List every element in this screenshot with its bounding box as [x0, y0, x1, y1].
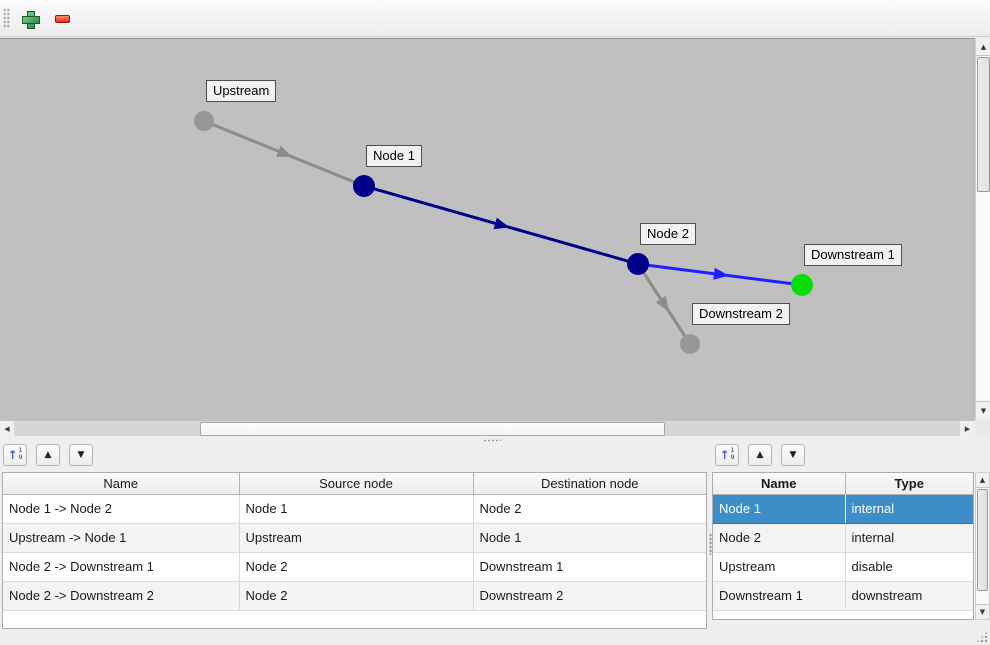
column-header-type[interactable]: Type: [845, 473, 973, 495]
canvas-vertical-scrollbar[interactable]: ▲ ▼: [975, 38, 990, 420]
edge-arrow-icon: [713, 267, 729, 280]
cell-source: Upstream: [239, 523, 474, 553]
nodes-table: Name Type Node 1 internal Node 2 interna…: [712, 472, 974, 620]
table-row[interactable]: Node 2 -> Downstream 2 Node 2 Downstream…: [3, 581, 706, 611]
graph-node-label-node2[interactable]: Node 2: [640, 223, 696, 245]
down-arrow-icon: ▼: [789, 450, 797, 460]
cell-destination: Node 1: [473, 523, 706, 553]
graph-node-upstream[interactable]: [194, 111, 214, 131]
vertical-pane-splitter[interactable]: [709, 472, 713, 629]
edge-arrow-icon: [493, 217, 510, 230]
up-arrow-icon: ▲: [756, 450, 764, 460]
vertical-scrollbar-thumb[interactable]: [977, 489, 988, 591]
cell-name: Downstream 1: [713, 581, 846, 611]
cell-source: Node 2: [239, 581, 474, 611]
graph-node-node2[interactable]: [627, 253, 649, 275]
cell-type: internal: [845, 523, 973, 553]
nodes-table-scrollbar[interactable]: ▲ ▼: [975, 472, 990, 620]
table-row[interactable]: Downstream 1 downstream: [713, 581, 973, 611]
scroll-right-button[interactable]: ▶: [960, 421, 975, 437]
toolbar-drag-handle[interactable]: [3, 8, 10, 29]
table-row[interactable]: Node 2 internal: [713, 523, 973, 553]
nodes-move-down-button[interactable]: ▼: [781, 444, 805, 466]
edges-table-header-row: Name Source node Destination node: [3, 473, 706, 495]
table-row[interactable]: Node 1 -> Node 2 Node 1 Node 2: [3, 494, 706, 524]
nodes-table-header-row: Name Type: [713, 473, 973, 495]
scroll-left-button[interactable]: ◀: [0, 421, 14, 437]
cell-name: Node 2: [713, 523, 846, 553]
cell-source: Node 2: [239, 552, 474, 582]
cell-name: Node 1: [713, 494, 846, 524]
cell-name: Node 2 -> Downstream 1: [3, 552, 240, 582]
edge-arrow-icon: [276, 145, 293, 157]
column-header-name[interactable]: Name: [713, 473, 846, 495]
graph-node-label-upstream[interactable]: Upstream: [206, 80, 277, 102]
graph-node-downstream2[interactable]: [680, 334, 700, 354]
down-arrow-icon: ▼: [77, 450, 85, 460]
scroll-down-button[interactable]: ▼: [976, 401, 990, 420]
cell-name: Node 1 -> Node 2: [3, 494, 240, 524]
scroll-up-button[interactable]: ▲: [976, 38, 990, 56]
cell-type: disable: [845, 552, 973, 582]
top-toolbar: [0, 0, 990, 37]
cell-name: Node 2 -> Downstream 2: [3, 581, 240, 611]
column-header-name[interactable]: Name: [3, 473, 240, 495]
graph-node-label-downstream1[interactable]: Downstream 1: [804, 244, 902, 266]
scroll-up-button[interactable]: ▲: [976, 473, 989, 488]
graph-canvas-svg: [194, 111, 813, 354]
status-strip: [0, 630, 990, 645]
up-arrow-icon: ▲: [44, 450, 52, 460]
graph-node-node1[interactable]: [353, 175, 375, 197]
canvas-horizontal-scrollbar[interactable]: ◀ ▶: [0, 420, 975, 437]
vertical-scrollbar-thumb[interactable]: [977, 57, 990, 192]
edge-arrow-icon: [655, 295, 669, 312]
plus-icon: [21, 10, 40, 29]
graph-node-label-downstream2[interactable]: Downstream 2: [692, 303, 790, 325]
scroll-down-button[interactable]: ▼: [976, 604, 989, 619]
graph-node-label-node1[interactable]: Node 1: [366, 145, 422, 167]
table-row[interactable]: Node 1 internal: [713, 494, 973, 524]
remove-button[interactable]: [49, 5, 76, 32]
cell-type: downstream: [845, 581, 973, 611]
horizontal-scrollbar-thumb[interactable]: [200, 422, 665, 436]
graph-node-downstream1[interactable]: [791, 274, 813, 296]
splitter-grip-icon: [709, 533, 712, 555]
add-button[interactable]: [16, 5, 43, 32]
cell-destination: Downstream 1: [473, 552, 706, 582]
table-row[interactable]: Upstream -> Node 1 Upstream Node 1: [3, 523, 706, 553]
splitter-grip-icon: [483, 439, 501, 442]
cell-source: Node 1: [239, 494, 474, 524]
cell-destination: Downstream 2: [473, 581, 706, 611]
nodes-move-up-button[interactable]: ▲: [748, 444, 772, 466]
edges-move-down-button[interactable]: ▼: [69, 444, 93, 466]
horizontal-pane-splitter[interactable]: [0, 437, 990, 443]
cell-name: Upstream: [713, 552, 846, 582]
cell-type: internal: [845, 494, 973, 524]
edges-table: Name Source node Destination node Node 1…: [2, 472, 707, 629]
scrollbar-corner: [975, 420, 990, 437]
table-row[interactable]: Upstream disable: [713, 552, 973, 582]
cell-destination: Node 2: [473, 494, 706, 524]
column-header-destination-node[interactable]: Destination node: [473, 473, 706, 495]
cell-name: Upstream -> Node 1: [3, 523, 240, 553]
edges-move-up-button[interactable]: ▲: [36, 444, 60, 466]
table-row[interactable]: Node 2 -> Downstream 1 Node 2 Downstream…: [3, 552, 706, 582]
minus-icon: [55, 14, 70, 23]
column-header-source-node[interactable]: Source node: [239, 473, 474, 495]
